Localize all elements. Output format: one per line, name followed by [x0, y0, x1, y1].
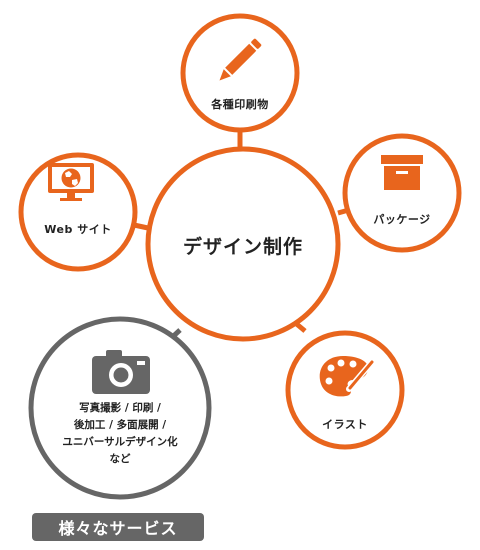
node-various-services: [28, 316, 212, 500]
center-circle: [145, 146, 341, 342]
pencil-icon: [219, 38, 262, 81]
node-label-printed-matter: 各種印刷物: [211, 98, 269, 111]
services-line: など: [109, 453, 131, 465]
node-label-package: パッケージ: [373, 213, 431, 226]
camera-icon: [92, 350, 150, 394]
node-label-illustration: イラスト: [322, 418, 368, 431]
services-text: 写真撮影 / 印刷 / 後加工 / 多面展開 / ユニバーサルデザイン化 など: [50, 400, 190, 468]
services-badge: 様々なサービス: [32, 513, 204, 541]
services-line: 写真撮影 / 印刷 /: [79, 402, 161, 414]
connector-left: [133, 222, 149, 231]
services-line: 後加工 / 多面展開 /: [73, 419, 167, 431]
services-line: ユニバーサルデザイン化: [62, 436, 178, 448]
monitor-globe-icon: [48, 163, 94, 201]
palette-icon: [319, 356, 375, 397]
center-label: デザイン制作: [182, 236, 303, 258]
node-printed-matter: [180, 13, 300, 133]
box-icon: [381, 155, 423, 190]
node-label-website: Web サイト: [44, 223, 112, 236]
node-package: [342, 133, 462, 253]
